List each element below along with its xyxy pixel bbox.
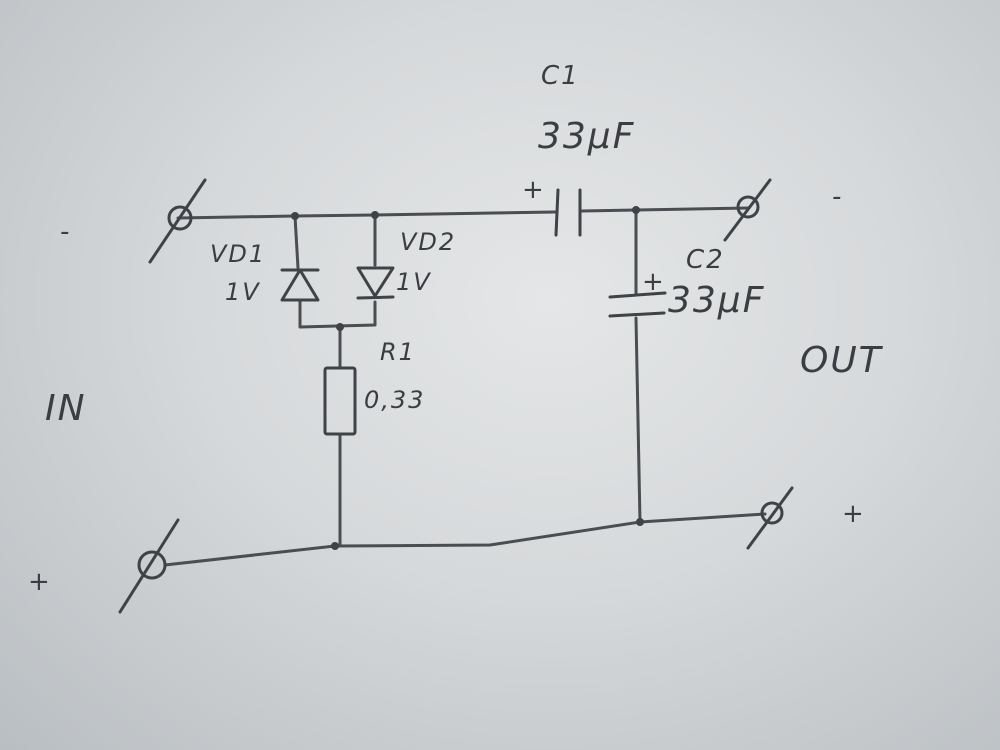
junction-dot (632, 206, 640, 214)
vd2-value-label: 1V (396, 268, 432, 296)
vd1-value-label: 1V (225, 278, 261, 306)
junction-dot (371, 211, 379, 219)
r1-name-label: R1 (380, 338, 416, 366)
vd2-name-label: VD2 (400, 228, 456, 256)
out-label: OUT (800, 340, 884, 381)
bottom-rail (163, 512, 767, 567)
junction-dot (291, 212, 299, 220)
out-top-polarity: - (832, 182, 843, 212)
in-top-polarity: - (60, 217, 71, 247)
diode-bottom-bridge (298, 300, 377, 329)
c1-name-label: C1 (541, 61, 580, 91)
resistor-r1 (323, 366, 357, 436)
c2-bottom-lead (634, 316, 642, 524)
junction-dot (331, 542, 339, 550)
vd1-name-label: VD1 (210, 240, 266, 268)
top-left-rail (176, 210, 557, 220)
c2-plus-sign: + (642, 267, 666, 297)
vd1-top-lead (293, 214, 300, 270)
junction-dot (636, 518, 644, 526)
c2-value-label: 33μF (668, 280, 765, 321)
capacitor-c2 (608, 291, 667, 318)
c2-name-label: C2 (686, 245, 725, 275)
r1-value-label: 0,33 (364, 386, 425, 414)
diode-vd1 (280, 268, 320, 302)
c1-value-label: 33μF (538, 116, 635, 157)
out-bottom-polarity: + (842, 499, 866, 529)
c1-plus-sign: + (522, 175, 546, 205)
diode-vd2 (356, 266, 395, 300)
terminal-out-top (723, 178, 772, 242)
terminal-in-top (148, 178, 207, 264)
capacitor-c1 (554, 188, 582, 237)
terminal-out-bottom (746, 486, 794, 550)
junctions (291, 206, 644, 550)
top-right-rail (580, 206, 750, 213)
in-label: IN (45, 388, 87, 429)
in-bottom-polarity: + (28, 567, 52, 597)
terminal-in-bottom (118, 518, 180, 614)
junction-dot (336, 323, 344, 331)
